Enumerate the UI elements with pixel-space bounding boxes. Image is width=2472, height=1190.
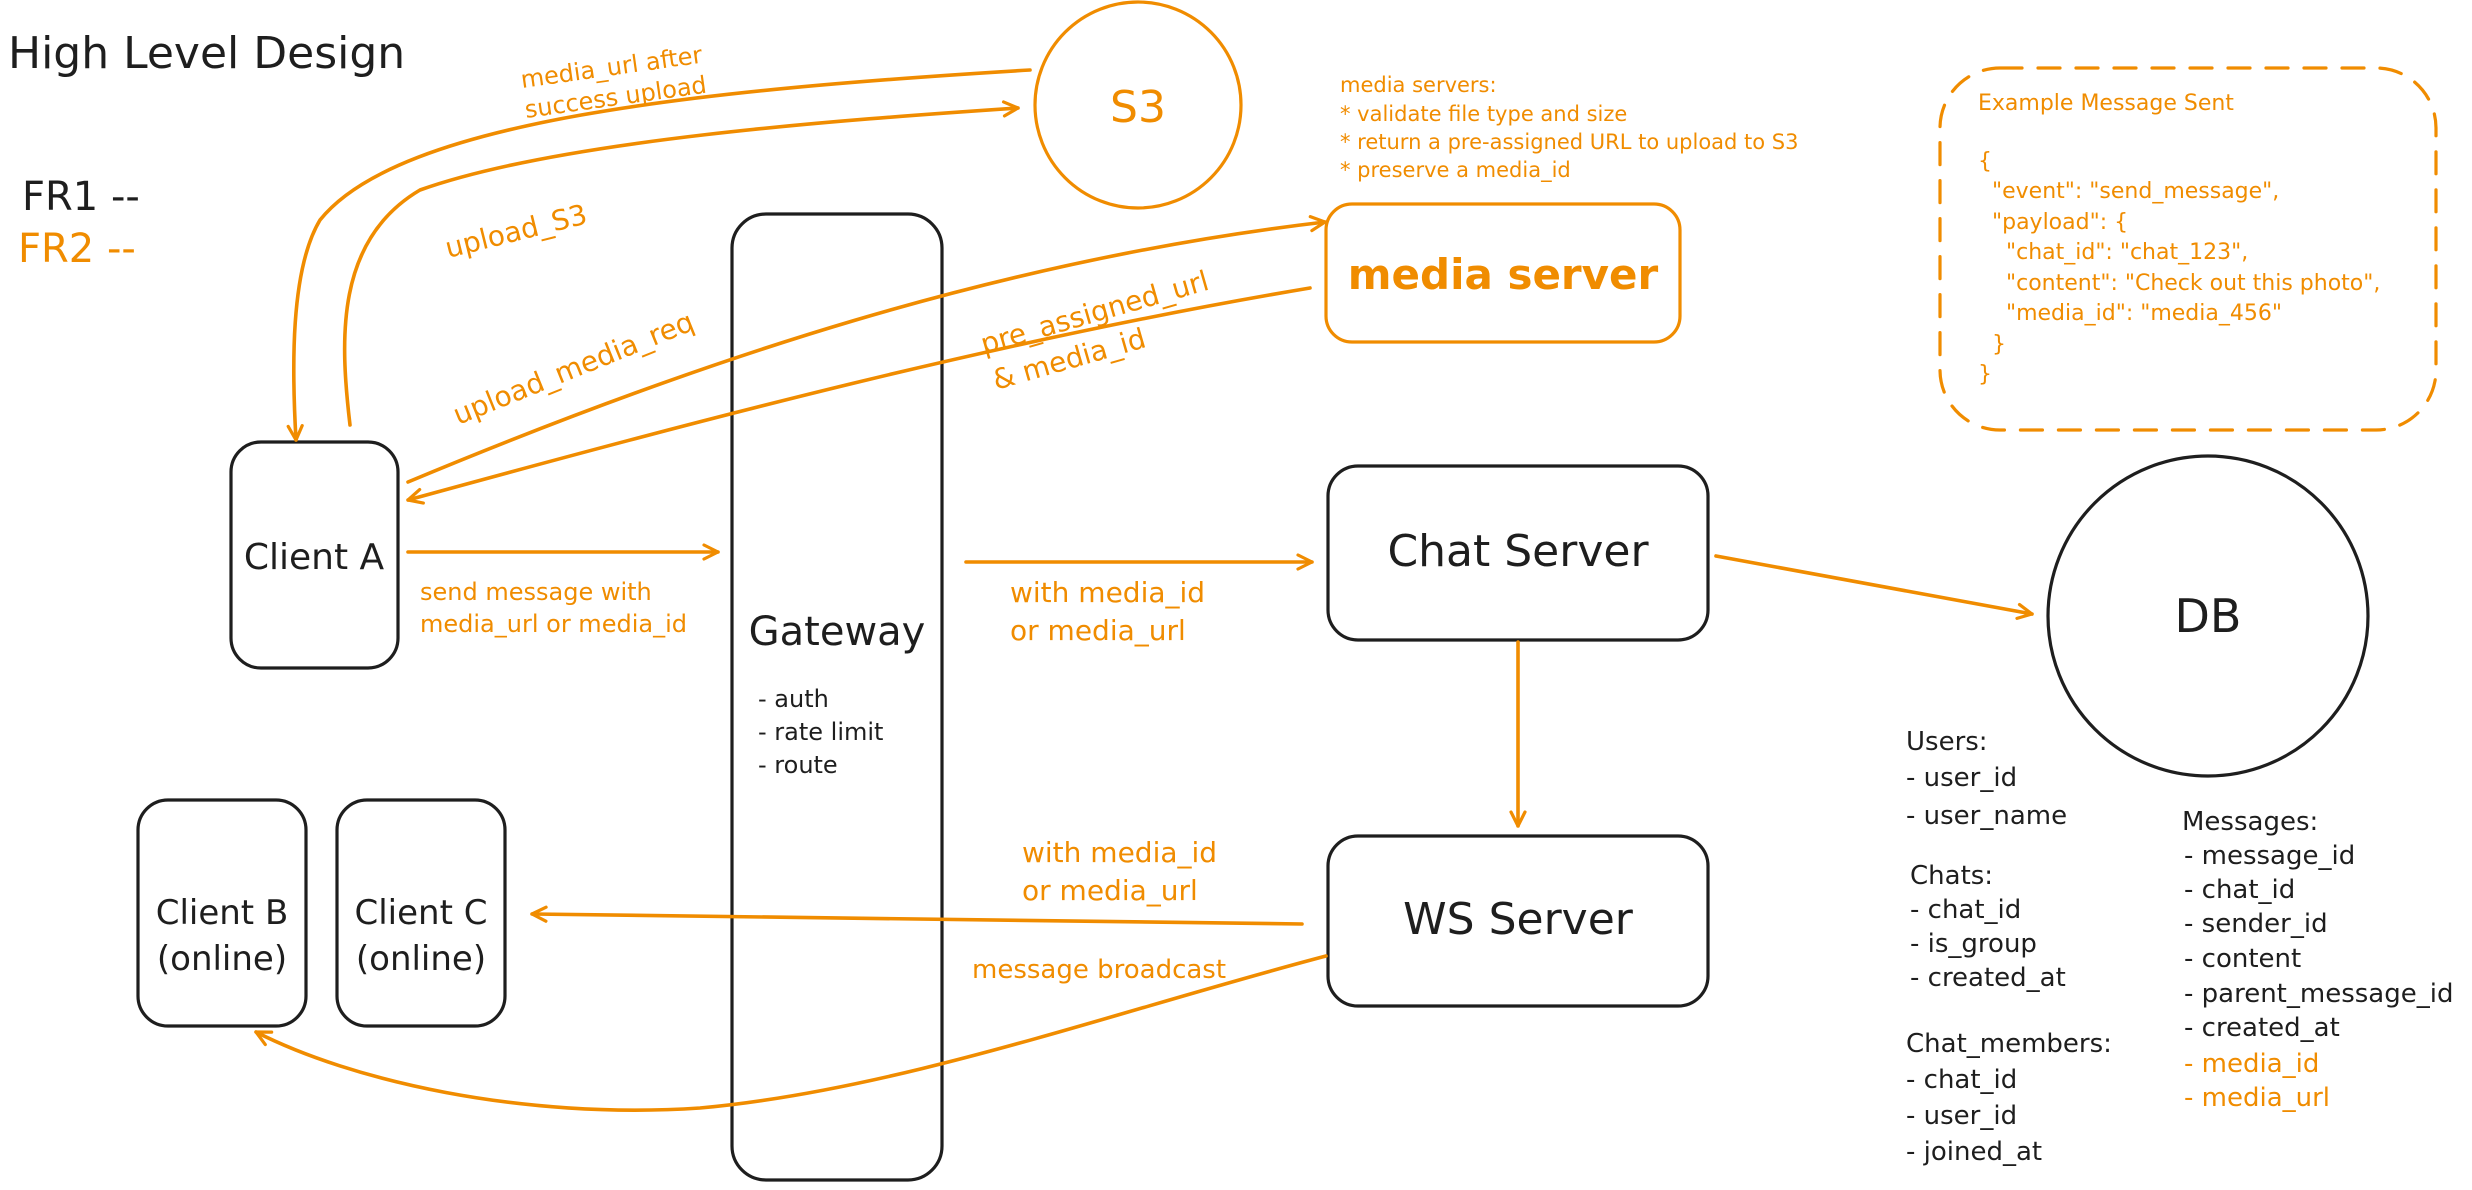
client-a-label: Client A: [244, 537, 385, 578]
example-message-line: "event": "send_message",: [1978, 179, 2279, 204]
schema-field: - created_at: [2184, 1013, 2340, 1043]
edge-label-with-media-id: or media_url: [1010, 614, 1186, 647]
schema-field: - content: [2184, 944, 2301, 974]
edge-label-with-media-id: with media_id: [1010, 576, 1205, 609]
example-message-box: Example Message Sent { "event": "send_me…: [1938, 66, 2438, 432]
schema-field: - parent_message_id: [2184, 979, 2453, 1009]
s3-node[interactable]: S3: [1033, 0, 1243, 210]
schema-field: - message_id: [2184, 841, 2355, 871]
client-c-label: Client C: [355, 893, 488, 933]
schema-field: - joined_at: [1906, 1137, 2042, 1167]
media-server-node[interactable]: media server: [1324, 202, 1682, 344]
db-label: DB: [2175, 589, 2242, 643]
chat-server-node[interactable]: Chat Server: [1326, 464, 1710, 642]
gateway-node[interactable]: Gateway - auth - rate limit - route: [730, 212, 944, 1182]
db-node[interactable]: DB: [2046, 454, 2370, 778]
client-b-status: (online): [157, 939, 287, 979]
legend-fr2: FR2 --: [18, 226, 136, 272]
schema-field-new: - media_id: [2184, 1049, 2319, 1079]
media-server-label: media server: [1348, 250, 1659, 299]
example-message-line: {: [1978, 149, 1992, 174]
arrow-ws-server-to-client-b: [254, 954, 1328, 1112]
media-servers-note-line: * return a pre-assigned URL to upload to…: [1340, 130, 1799, 154]
gateway-label: Gateway: [749, 609, 926, 655]
schema-messages-title: Messages:: [2182, 807, 2318, 837]
schema-field: - user_id: [1906, 763, 2017, 793]
media-servers-note-line: media servers:: [1340, 73, 1497, 97]
ws-server-label: WS Server: [1403, 894, 1634, 945]
gateway-note: - auth: [758, 685, 829, 713]
example-message-title: Example Message Sent: [1978, 91, 2234, 116]
client-b-label: Client B: [156, 893, 289, 933]
schema-chat-members-title: Chat_members:: [1906, 1029, 2112, 1059]
edge-label-with-media-id-ws: or media_url: [1022, 874, 1198, 907]
schema-field-new: - media_url: [2184, 1083, 2330, 1113]
example-message-line: "media_id": "media_456": [1978, 301, 2282, 326]
gateway-note: - route: [758, 751, 838, 779]
client-b-node[interactable]: Client B (online): [136, 798, 308, 1028]
schema-field: - chat_id: [1906, 1065, 2017, 1095]
example-message-line: "content": "Check out this photo",: [1978, 271, 2380, 296]
page-title: High Level Design: [8, 28, 405, 79]
legend-fr1: FR1 --: [22, 174, 140, 220]
client-c-status: (online): [356, 939, 486, 979]
schema-field: - user_id: [1906, 1101, 2017, 1131]
arrow-client-a-to-media-server: [406, 215, 1327, 484]
example-message-line: }: [1978, 362, 1992, 387]
arrow-s3-to-client-a: [286, 68, 1032, 442]
schema-field: - sender_id: [2184, 909, 2328, 939]
example-message-line: "chat_id": "chat_123",: [1978, 240, 2248, 265]
ws-server-node[interactable]: WS Server: [1326, 834, 1710, 1008]
schema-field: - user_name: [1906, 801, 2067, 831]
edge-label-send-message: send message with: [420, 578, 652, 606]
edge-label-message-broadcast: message broadcast: [972, 955, 1226, 985]
schema-field: - created_at: [1910, 963, 2066, 993]
edge-label-upload-s3: upload_S3: [442, 198, 591, 265]
arrow-ws-server-to-client-c: [530, 905, 1304, 926]
chat-server-label: Chat Server: [1387, 526, 1649, 577]
edge-label-upload-media-req: upload_media_req: [448, 305, 698, 432]
client-a-node[interactable]: Client A: [229, 440, 400, 670]
db-schema: Users: - user_id - user_name Chats: - ch…: [1906, 727, 2453, 1167]
schema-chats-title: Chats:: [1910, 861, 1993, 891]
edge-label-with-media-id-ws: with media_id: [1022, 836, 1217, 869]
media-servers-note-line: * validate file type and size: [1340, 102, 1627, 126]
schema-field: - chat_id: [1910, 895, 2021, 925]
schema-field: - chat_id: [2184, 875, 2295, 905]
arrow-client-a-to-s3: [342, 100, 1020, 427]
edge-labels: media_url after success upload upload_S3…: [420, 41, 1226, 985]
media-servers-note: media servers: * validate file type and …: [1340, 73, 1799, 183]
example-message-line: }: [1978, 332, 2006, 357]
edge-label-send-message: media_url or media_id: [420, 610, 687, 638]
arrow-chat-server-to-db: [1714, 554, 2034, 620]
client-c-node[interactable]: Client C (online): [335, 798, 507, 1028]
schema-field: - is_group: [1910, 929, 2037, 959]
media-servers-note-line: * preserve a media_id: [1340, 158, 1571, 183]
example-message-line: "payload": {: [1978, 210, 2128, 235]
arrow-media-server-to-client-a: [406, 286, 1312, 505]
gateway-note: - rate limit: [758, 718, 883, 746]
s3-label: S3: [1110, 82, 1166, 133]
edges: [254, 68, 2034, 1112]
schema-users-title: Users:: [1906, 727, 1988, 757]
